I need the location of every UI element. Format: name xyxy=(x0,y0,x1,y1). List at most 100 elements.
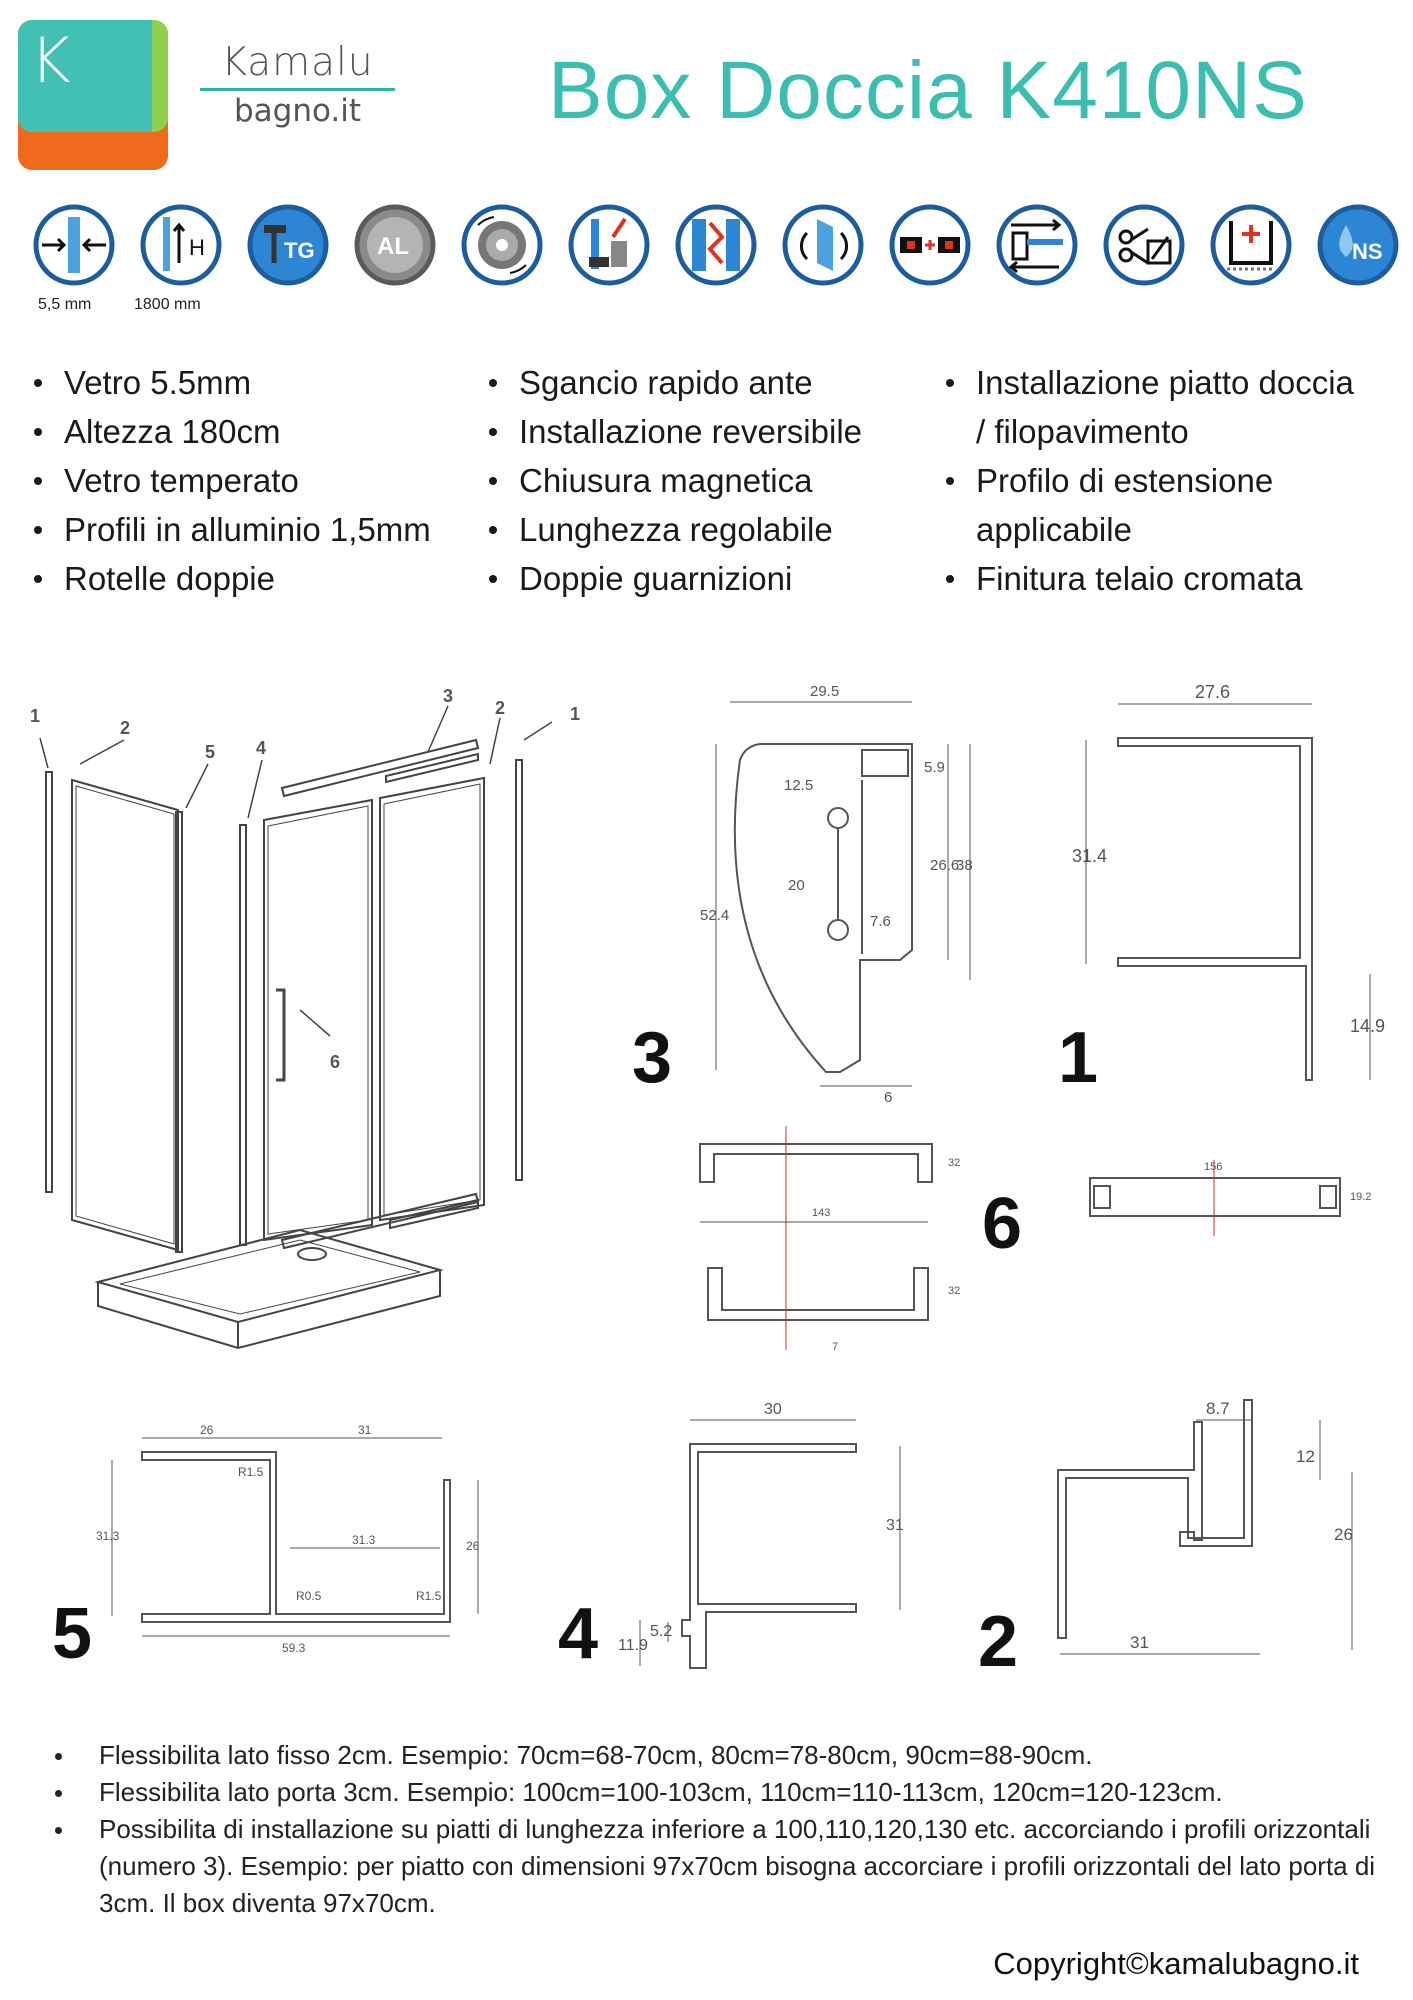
dimension-label: 31 xyxy=(886,1517,904,1534)
tempered-glass-icon: TG xyxy=(246,203,330,287)
installation-notes: Flessibilita lato fisso 2cm. Esempio: 70… xyxy=(45,1737,1385,1922)
brand-underline xyxy=(200,88,395,91)
feature-item-continuation: / filopavimento xyxy=(976,413,1189,450)
dimension-label: R0.5 xyxy=(296,1589,322,1603)
dimension-label: 14.9 xyxy=(1350,1016,1385,1036)
glass-thickness-icon xyxy=(32,203,116,287)
feature-item: Installazione piatto doccia xyxy=(942,358,1354,407)
feature-item: Sgancio rapido ante xyxy=(485,358,862,407)
dimension-label: 29.5 xyxy=(810,683,839,700)
profile-2-dimensions: 8.7 12 26 31 xyxy=(1130,1399,1353,1652)
dimension-label: 26 xyxy=(1334,1525,1353,1544)
dimension-label: 26.6 xyxy=(930,857,959,874)
dimension-label: 32 xyxy=(948,1157,960,1169)
feature-item: Lunghezza regolabile xyxy=(485,505,862,554)
double-rollers-icon xyxy=(460,203,544,287)
drawings-canvas: 1 2 5 4 3 2 1 6 29.5 5.9 12.5 52.4 xyxy=(30,682,1385,1682)
feature-icons-row: 5,5 mm H 1800 mm TG AL xyxy=(32,203,1402,313)
feature-item: Profilo di estensione xyxy=(942,456,1354,505)
feature-item: Altezza 180cm xyxy=(30,407,431,456)
note-item: Flessibilita lato porta 3cm. Esempio: 10… xyxy=(45,1774,1385,1811)
handle-6-dimensions: 32 143 32 7 156 19.2 xyxy=(812,1157,1371,1353)
dimension-label: 5.2 xyxy=(650,1623,672,1640)
figure-number-5: 5 xyxy=(52,1594,92,1674)
reversible-install-icon xyxy=(674,203,758,287)
dimension-label: 12 xyxy=(1296,1447,1315,1466)
dimension-label: 7 xyxy=(832,1341,838,1353)
dimension-label: 6 xyxy=(884,1089,892,1106)
dimension-label: 31.3 xyxy=(352,1533,376,1547)
dimension-label: 32 xyxy=(948,1285,960,1297)
figure-number-4: 4 xyxy=(558,1594,598,1674)
dimension-label: 20 xyxy=(788,877,805,894)
height-icon-letter: H xyxy=(189,235,205,260)
no-stain-icon: NS xyxy=(1316,203,1400,287)
quick-release-icon xyxy=(567,203,651,287)
callout-label: 6 xyxy=(330,1052,340,1072)
profile-4-dimensions: 30 31 11.9 5.2 xyxy=(618,1401,904,1654)
brand-name-line1: Kamalu xyxy=(221,40,374,85)
profile-2-drawing xyxy=(1057,1399,1353,1655)
dimension-label: 156 xyxy=(1204,1161,1222,1173)
feature-item: Finitura telaio cromata xyxy=(942,554,1354,603)
feature-item: Installazione reversibile xyxy=(485,407,862,456)
dimension-label: 31 xyxy=(358,1423,372,1437)
profile-1-drawing xyxy=(1085,703,1371,1081)
profile-3-dimensions: 29.5 5.9 12.5 52.4 26.6 38 20 7.6 6 xyxy=(700,683,973,1106)
dimension-label: 26 xyxy=(466,1539,480,1553)
copyright-text: Copyright©kamalubagno.it xyxy=(993,1946,1359,1981)
dimension-label: R1.5 xyxy=(238,1465,264,1479)
flush-floor-icon xyxy=(1209,203,1293,287)
dimension-label: R1.5 xyxy=(416,1589,442,1603)
dimension-label: 31 xyxy=(1130,1633,1149,1652)
figure-number-6: 6 xyxy=(982,1184,1022,1264)
figure-number-3: 3 xyxy=(632,1018,672,1098)
exploded-view xyxy=(39,705,553,1350)
features-column-1: Vetro 5.5mm Altezza 180cm Vetro temperat… xyxy=(30,358,431,603)
magnet-strip-icon xyxy=(888,203,972,287)
cut-to-size-icon xyxy=(1102,203,1186,287)
brand-name: Kamalu bagno.it xyxy=(200,40,395,129)
technical-drawings: 1 2 5 4 3 2 1 6 29.5 5.9 12.5 52.4 xyxy=(0,660,1413,1710)
callout-label: 3 xyxy=(443,686,453,706)
features-column-2: Sgancio rapido ante Installazione revers… xyxy=(485,358,862,603)
aluminium-icon: AL xyxy=(353,203,437,287)
dimension-label: 52.4 xyxy=(700,907,729,924)
dimension-label: 8.7 xyxy=(1206,1399,1230,1418)
dimension-label: 11.9 xyxy=(618,1637,648,1654)
note-item: Flessibilita lato fisso 2cm. Esempio: 70… xyxy=(45,1737,1385,1774)
profile-3-drawing xyxy=(715,701,971,1087)
aluminium-label: AL xyxy=(377,233,409,260)
features-column-3: Installazione piatto doccia / filopavime… xyxy=(942,358,1354,603)
dimension-label: 59.3 xyxy=(282,1641,306,1655)
dimension-label: 26 xyxy=(200,1423,214,1437)
callout-label: 2 xyxy=(120,718,130,738)
dimension-label: 12.5 xyxy=(784,777,813,794)
callout-label: 1 xyxy=(30,706,40,726)
feature-item: Chiusura magnetica xyxy=(485,456,862,505)
dimension-label: 27.6 xyxy=(1195,682,1230,702)
dimension-label: 5.9 xyxy=(924,759,945,776)
page-title: Box Doccia K410NS xyxy=(548,45,1308,136)
height-icon: H xyxy=(139,203,223,287)
exploded-callouts: 1 2 5 4 3 2 1 6 xyxy=(30,686,580,1072)
brand-logo: K xyxy=(18,20,168,170)
adjustable-length-icon xyxy=(995,203,1079,287)
logo-letter: K xyxy=(30,24,71,97)
feature-item: Doppie guarnizioni xyxy=(485,554,862,603)
no-stain-label: NS xyxy=(1352,239,1383,264)
brand-name-line2: bagno.it xyxy=(233,93,362,129)
feature-item: Vetro 5.5mm xyxy=(30,358,431,407)
feature-item: Vetro temperato xyxy=(30,456,431,505)
note-item: Possibilita di installazione su piatti d… xyxy=(45,1811,1385,1922)
height-caption: 1800 mm xyxy=(134,296,201,313)
dimension-label: 38 xyxy=(956,857,973,874)
glass-thickness-caption: 5,5 mm xyxy=(38,296,92,313)
profile-4-drawing xyxy=(639,1419,901,1669)
feature-item: Profili in alluminio 1,5mm xyxy=(30,505,431,554)
dimension-label: 143 xyxy=(812,1207,830,1219)
feature-item: Rotelle doppie xyxy=(30,554,431,603)
handle-6-drawing xyxy=(699,1126,1341,1350)
magnetic-closure-icon xyxy=(781,203,865,287)
dimension-label: 30 xyxy=(764,1401,782,1418)
